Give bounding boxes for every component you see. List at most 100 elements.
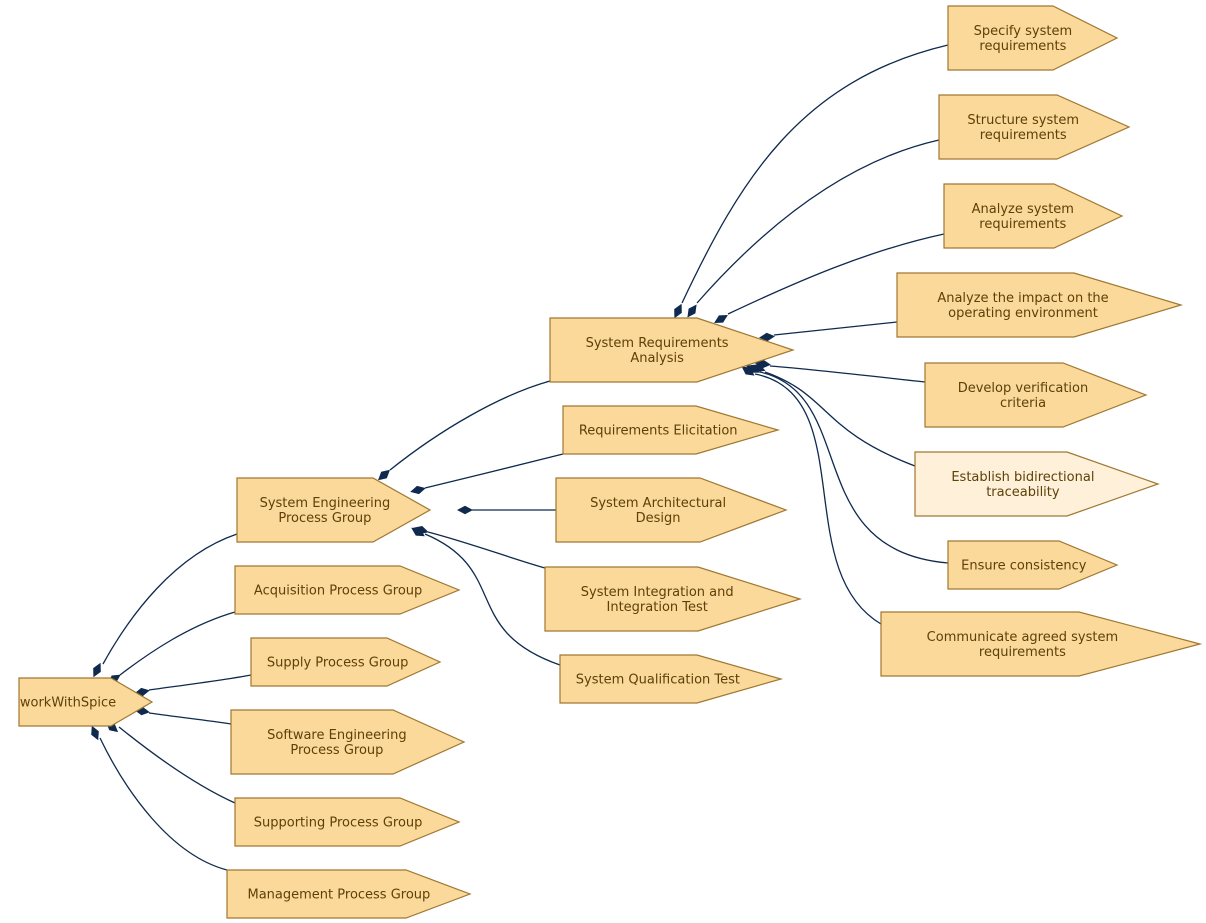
composition-diamond-icon	[457, 505, 473, 515]
edge-seg-sysqt	[424, 533, 561, 666]
node-label: requirements	[979, 39, 1066, 54]
node-shape	[947, 540, 1119, 590]
node-shape	[236, 477, 432, 543]
process-group-node-acq[interactable]: Acquisition Process Group	[234, 565, 461, 615]
node-shape	[914, 451, 1160, 517]
node-shape	[880, 611, 1203, 677]
edge-sys1-bp1	[681, 44, 949, 304]
edge-sys1-bp3	[727, 233, 945, 315]
node-label: Management Process Group	[248, 888, 431, 903]
node-label: Establish bidirectional	[951, 470, 1094, 485]
node-shape	[559, 654, 784, 704]
edge-sys1-bp8	[754, 373, 882, 625]
node-shape	[943, 183, 1124, 249]
node-shape	[549, 317, 795, 383]
node-label: Develop verification	[958, 381, 1089, 396]
node-shape	[234, 797, 461, 847]
edge-root-man	[99, 737, 228, 871]
node-label: operating environment	[948, 306, 1098, 321]
node-label: Analyze system	[972, 202, 1074, 217]
node-label: Supply Process Group	[267, 656, 408, 671]
edges-layer	[91, 44, 949, 871]
node-shape	[18, 677, 154, 727]
node-label: traceability	[986, 485, 1060, 500]
edge-seg-sys1	[389, 380, 551, 471]
composition-diamond-icon	[674, 303, 682, 319]
node-shape	[938, 94, 1131, 160]
node-shape	[230, 709, 466, 775]
node-shape	[250, 637, 442, 687]
edge-root-spg	[118, 726, 236, 804]
node-label: Specify system	[974, 24, 1072, 39]
node-label: Supporting Process Group	[254, 816, 423, 831]
node-shape	[234, 565, 461, 615]
node-label: criteria	[1000, 396, 1046, 411]
node-label: Process Group	[290, 743, 383, 758]
node-label: Structure system	[967, 113, 1079, 128]
node-shape	[555, 477, 788, 543]
node-shape	[924, 362, 1148, 428]
edge-root-seg	[102, 533, 238, 665]
node-label: Acquisition Process Group	[254, 584, 422, 599]
composition-diamond-icon	[745, 365, 761, 373]
composition-diamond-icon	[410, 485, 426, 495]
edge-sys1-bp2	[696, 139, 940, 304]
process-group-node-sup[interactable]: Supply Process Group	[250, 637, 442, 687]
node-shape	[947, 5, 1119, 71]
node-shape	[562, 405, 781, 455]
node-label: requirements	[979, 217, 1066, 232]
edge-sys1-bp7	[759, 371, 949, 564]
node-label: Analysis	[630, 351, 684, 366]
composition-diamond-icon	[687, 304, 697, 318]
edge-sys1-bp5	[769, 365, 926, 383]
composition-diamond-icon	[378, 469, 390, 481]
process-group-node-spg[interactable]: Supporting Process Group	[234, 797, 461, 847]
edge-seg-reqel	[424, 453, 564, 489]
node-label: requirements	[979, 645, 1066, 660]
edge-root-acq	[119, 611, 236, 676]
process-node-reqel[interactable]: Requirements Elicitation	[562, 405, 781, 455]
node-label: requirements	[980, 128, 1067, 143]
node-label: System Architectural	[590, 496, 726, 511]
node-label: System Engineering	[260, 496, 391, 511]
composition-diamond-icon	[741, 366, 755, 376]
edge-sys1-bp4	[773, 321, 898, 336]
node-label: System Qualification Test	[576, 673, 740, 688]
composition-diamond-icon	[91, 725, 99, 741]
node-label: System Requirements	[586, 336, 729, 351]
node-shape	[544, 566, 803, 632]
node-label: Communicate agreed system	[927, 630, 1118, 645]
edge-sys1-bp6	[764, 371, 916, 467]
node-label: Requirements Elicitation	[579, 424, 738, 439]
node-label: Design	[636, 511, 681, 526]
practice-node-bp7[interactable]: Ensure consistency	[947, 540, 1119, 590]
node-shape	[226, 869, 472, 919]
process-node-sysqt[interactable]: System Qualification Test	[559, 654, 784, 704]
node-label: workWithSpice	[20, 696, 116, 711]
edge-root-swe	[148, 712, 232, 725]
node-label: System Integration and	[581, 585, 734, 600]
node-label: Process Group	[278, 511, 371, 526]
node-label: Integration Test	[607, 600, 708, 615]
composition-diamond-icon	[759, 332, 775, 342]
composition-diamond-icon	[93, 662, 101, 678]
composition-diamond-icon	[411, 527, 425, 537]
process-group-node-man[interactable]: Management Process Group	[226, 869, 472, 919]
edge-root-sup	[148, 674, 252, 691]
root-node-root[interactable]: workWithSpice	[18, 677, 154, 727]
edge-seg-sysint	[427, 531, 546, 569]
